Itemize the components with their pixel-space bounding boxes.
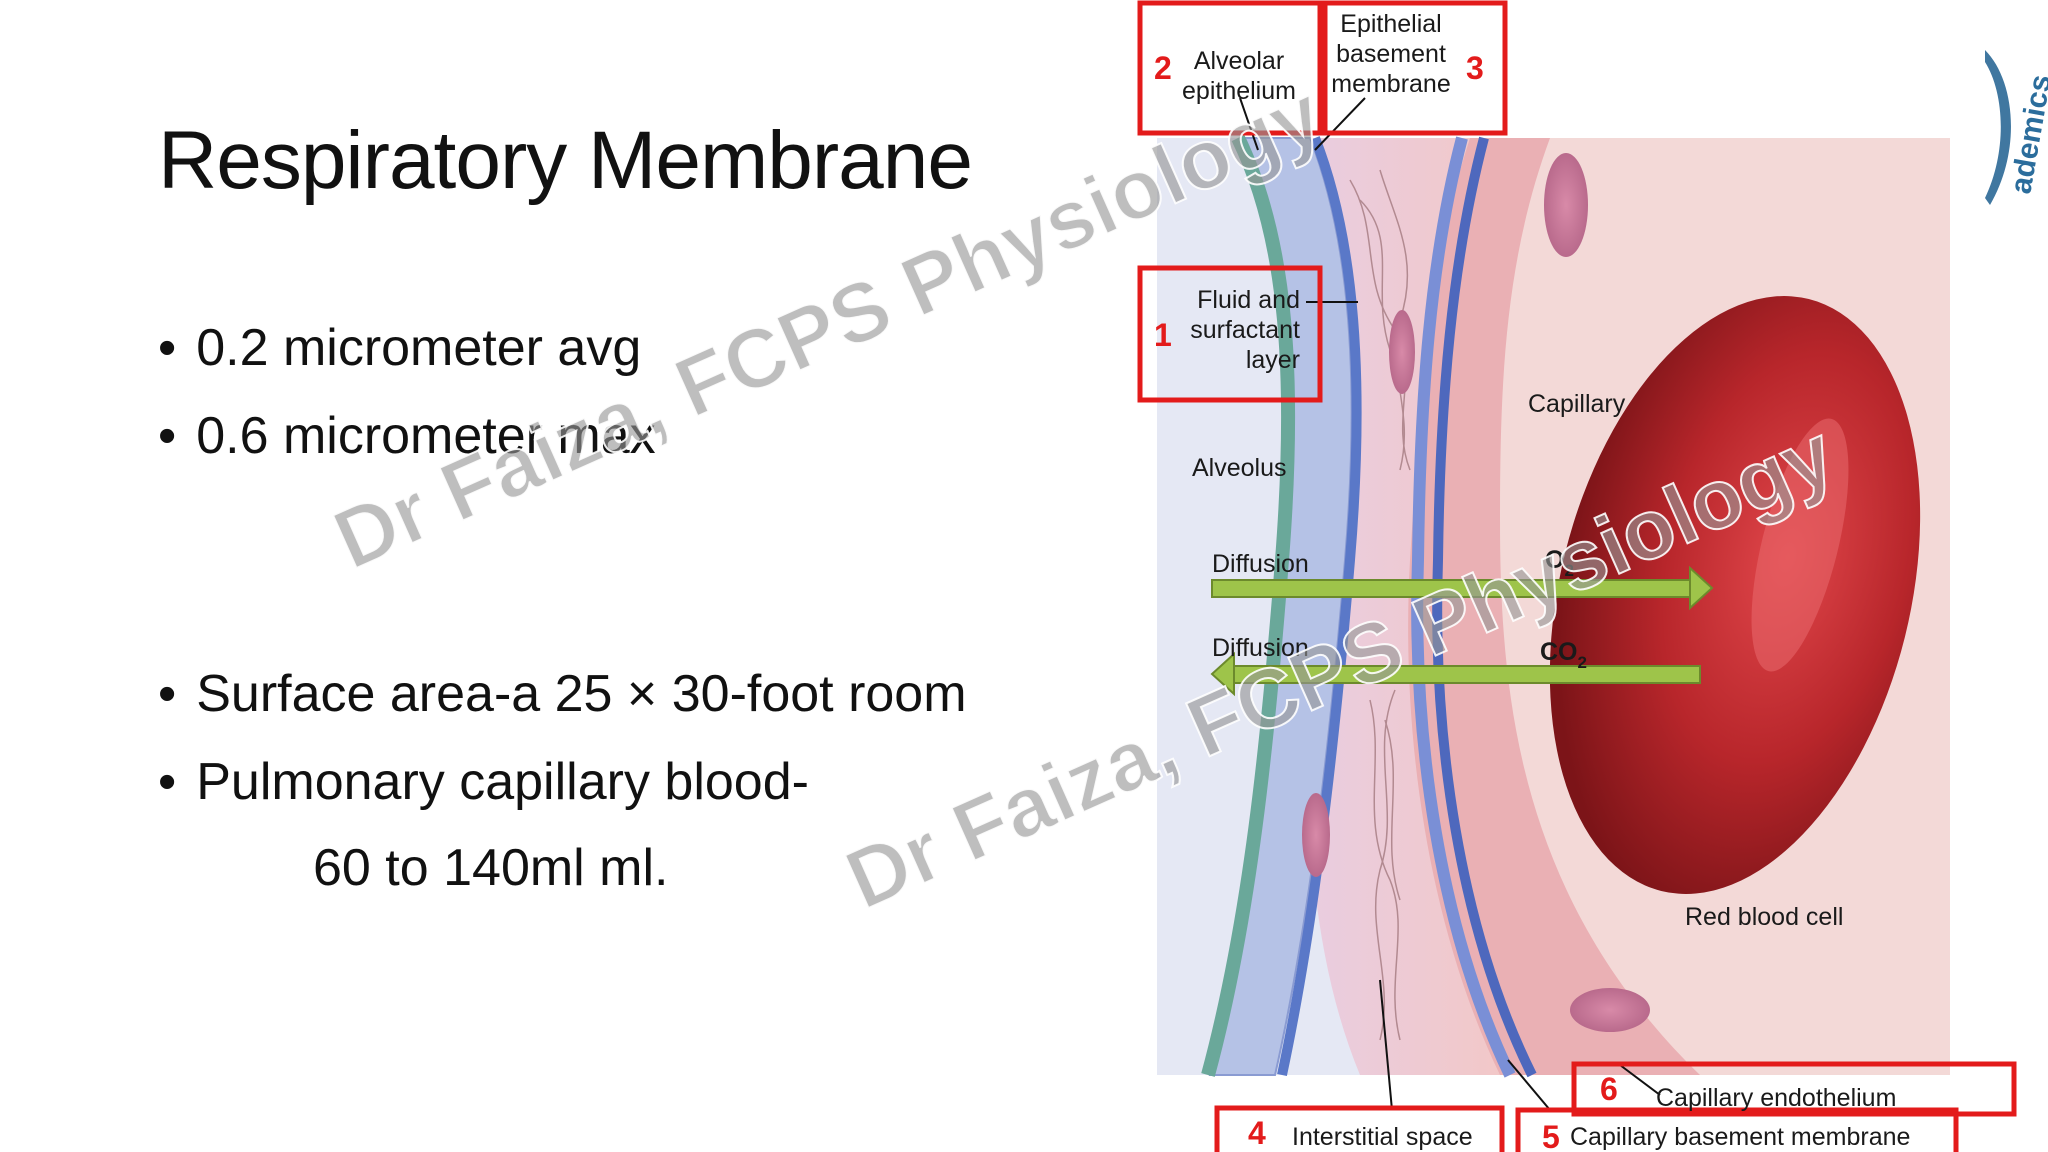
capillary-basement-membrane-line [1411,136,1516,1078]
bullet-4: • Pulmonary capillary blood- [158,756,809,808]
leader-line [1314,97,1366,151]
red-blood-cell-highlight [1751,418,1849,672]
label-epithelial-basement-membrane: basement [1336,40,1446,68]
alveolar-epithelium [1201,134,1296,1077]
endothelial-nucleus [1544,153,1588,257]
epithelial-nucleus [1302,793,1330,877]
label-capillary-basement-membrane: Capillary basement membrane [1570,1123,1910,1151]
label-fluid-surfactant-layer: surfactant [1190,316,1300,344]
label-diffusion-co2: Diffusion [1212,634,1309,662]
respiratory-membrane-diagram: 2 3 1 4 5 6 Alveolar epithelium Epitheli… [1100,0,2048,1152]
epithelial-nucleus [1389,310,1415,394]
label-capillary-endothelium: Capillary endothelium [1656,1084,1896,1112]
number-5: 5 [1542,1119,1560,1152]
label-capillary: Capillary [1528,390,1626,418]
endothelial-nucleus [1570,988,1650,1032]
slide-title: Respiratory Membrane [158,115,973,206]
leader-line [1507,1059,1551,1111]
number-4: 4 [1248,1115,1266,1151]
bullet-2: • 0.6 micrometer max [158,410,656,462]
bullet-1: • 0.2 micrometer avg [158,322,641,374]
number-6: 6 [1600,1071,1618,1107]
label-o2: O2 [1545,546,1574,580]
bullet-dot: • [158,407,177,465]
logo-text: ademics [2004,72,2048,196]
epithelial-basement-membrane-line [1277,136,1362,1077]
label-alveolus: Alveolus [1192,454,1287,482]
highlight-box-epithelial-basement-membrane [1322,0,1508,136]
label-alveolar-epithelium: Alveolar [1194,47,1284,75]
leader-line [1619,1064,1661,1096]
bullet-text: Surface area-a 25 × 30-foot room [196,665,967,723]
label-alveolar-epithelium: epithelium [1182,77,1296,105]
label-fluid-surfactant-layer: Fluid and [1197,286,1300,314]
highlight-box-capillary-basement-membrane [1515,1107,1959,1152]
bullet-continuation: 60 to 140ml ml. [313,839,669,897]
leader-line [1379,979,1393,1111]
label-red-blood-cell: Red blood cell [1685,903,1843,931]
label-epithelial-basement-membrane: membrane [1331,70,1451,98]
bullet-dot: • [158,753,177,811]
co2-diffusion-arrow [1210,651,1701,697]
label-fluid-surfactant-layer: layer [1246,346,1300,374]
label-diffusion-o2: Diffusion [1212,550,1309,578]
leader-line [1239,97,1259,151]
bullet-text: 0.6 micrometer max [196,407,656,465]
number-1: 1 [1154,317,1172,353]
bullet-dot: • [158,665,177,723]
bullet-3: • Surface area-a 25 × 30-foot room [158,668,967,720]
label-epithelial-basement-membrane: Epithelial [1340,10,1441,38]
highlight-box-capillary-endothelium [1571,1061,2017,1117]
label-interstitial-space: Interstitial space [1292,1123,1473,1151]
bullet-text: Pulmonary capillary blood- [196,753,809,811]
highlight-box-fluid-layer [1137,265,1323,403]
bullet-text: 0.2 micrometer avg [196,319,642,377]
highlight-box-alveolar-epithelium [1137,0,1323,136]
bullet-dot: • [158,319,177,377]
highlight-box-interstitial-space [1214,1105,1505,1152]
number-2: 2 [1154,50,1172,86]
o2-diffusion-arrow [1211,565,1714,611]
logo: ademics [1985,50,2048,205]
number-3: 3 [1466,50,1484,86]
capillary-endothelium-line [1432,136,1537,1078]
label-co2: CO2 [1540,638,1587,672]
